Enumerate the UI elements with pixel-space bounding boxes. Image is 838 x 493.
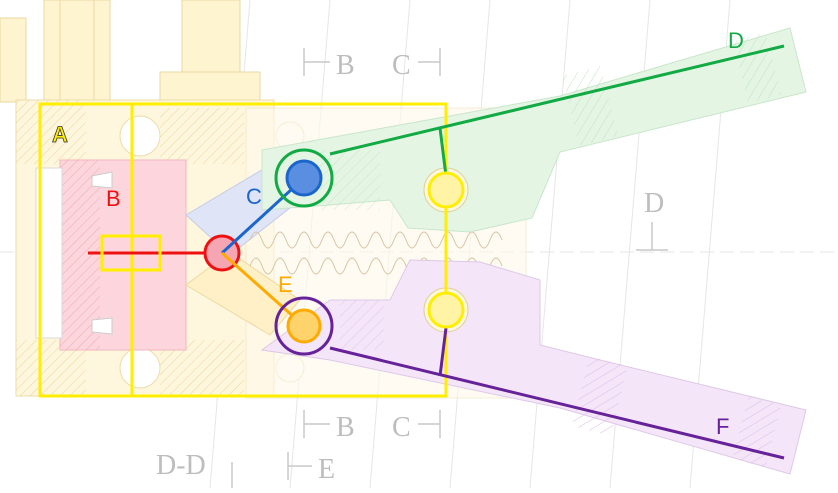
label-b: B <box>106 186 121 211</box>
annotation-a-frame <box>38 102 448 398</box>
section-mark-c-bottom: C <box>392 412 411 443</box>
section-mark-c-top: C <box>392 50 411 81</box>
piston <box>35 159 187 351</box>
annotation-e <box>221 251 334 356</box>
annotation-d <box>329 44 785 209</box>
section-mark-d-right: D <box>644 188 664 219</box>
joint-c-circle <box>285 159 323 197</box>
section-markers <box>231 48 668 488</box>
pin-lower-circle <box>427 291 465 329</box>
label-d: D <box>728 28 744 53</box>
annotation-c <box>220 148 334 255</box>
section-mark-e-bottom: E <box>318 454 335 485</box>
label-e: E <box>278 272 293 297</box>
section-mark-texts: B C D B C E D-D <box>156 50 664 485</box>
upper-jaw <box>261 27 807 233</box>
label-c: C <box>246 184 262 209</box>
pin-upper-circle <box>427 171 465 209</box>
joint-f-ring <box>274 296 334 356</box>
section-mark-b-bottom: B <box>336 412 355 443</box>
section-title: D-D <box>156 450 206 481</box>
joint-d-ring <box>274 148 334 208</box>
label-a: A <box>52 122 68 147</box>
section-mark-b-top: B <box>336 50 355 81</box>
top-fittings <box>0 0 261 103</box>
annotation-f <box>329 291 785 460</box>
label-f: F <box>716 414 729 439</box>
joint-e-circle <box>286 308 322 344</box>
